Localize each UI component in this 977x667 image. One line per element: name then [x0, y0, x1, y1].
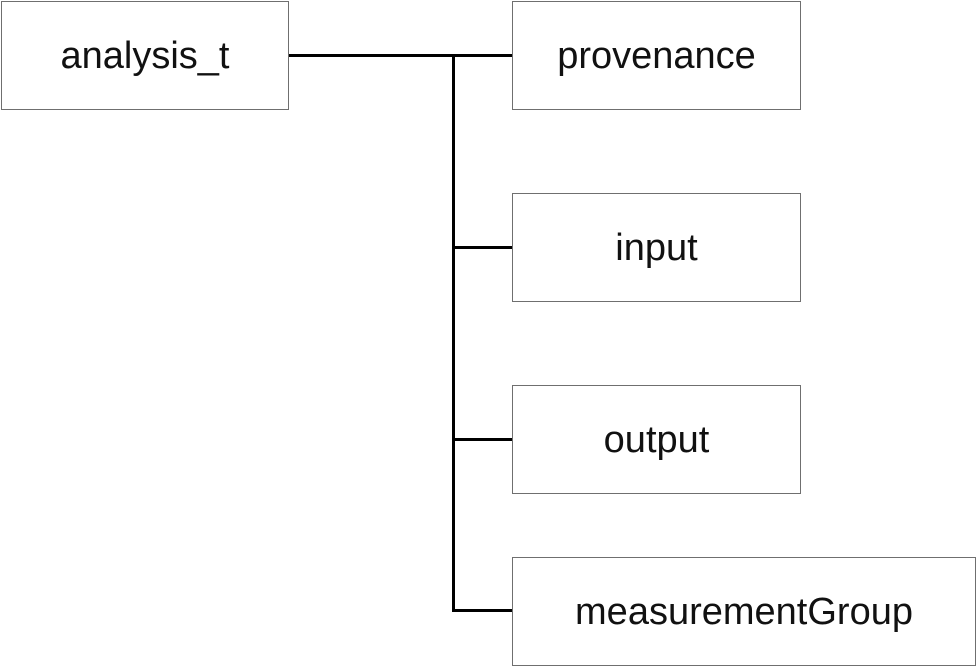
child-node-input: input — [512, 193, 801, 302]
child-node-measurement-group: measurementGroup — [512, 557, 976, 666]
child-node-label: measurementGroup — [575, 590, 913, 633]
child-node-label: output — [603, 418, 710, 461]
root-node-label: analysis_t — [60, 34, 230, 77]
vertical-trunk — [452, 54, 455, 612]
branch-connector-measurement-group — [452, 609, 514, 612]
branch-connector-input — [452, 246, 514, 249]
root-connector — [289, 54, 514, 57]
child-node-label: input — [615, 226, 698, 269]
branch-connector-output — [452, 438, 514, 441]
child-node-provenance: provenance — [512, 1, 801, 110]
root-node: analysis_t — [1, 1, 289, 110]
child-node-output: output — [512, 385, 801, 494]
child-node-label: provenance — [557, 34, 756, 77]
